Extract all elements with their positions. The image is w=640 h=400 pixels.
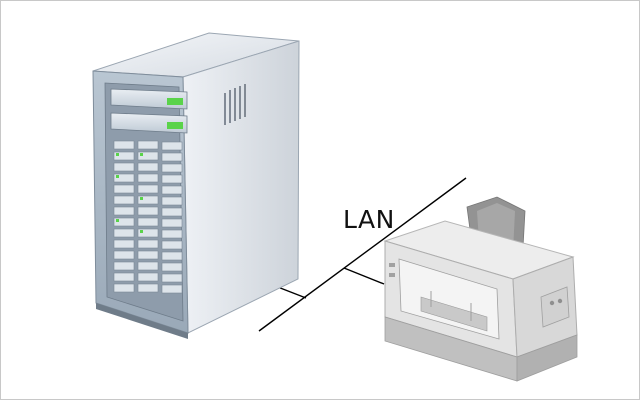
disk-led-icon — [116, 153, 143, 233]
machine-drop-line — [343, 267, 385, 285]
vent-icon — [224, 84, 246, 125]
lan-backbone-line — [258, 177, 467, 332]
disk-grid — [113, 140, 183, 294]
drive-bay — [110, 88, 188, 110]
status-led-icon — [167, 98, 183, 105]
status-led-icon — [167, 122, 183, 129]
drive-bay — [110, 112, 188, 134]
server-tower-icon — [92, 32, 300, 339]
lan-label: LAN — [343, 205, 395, 234]
cnc-machine-icon — [383, 196, 578, 382]
